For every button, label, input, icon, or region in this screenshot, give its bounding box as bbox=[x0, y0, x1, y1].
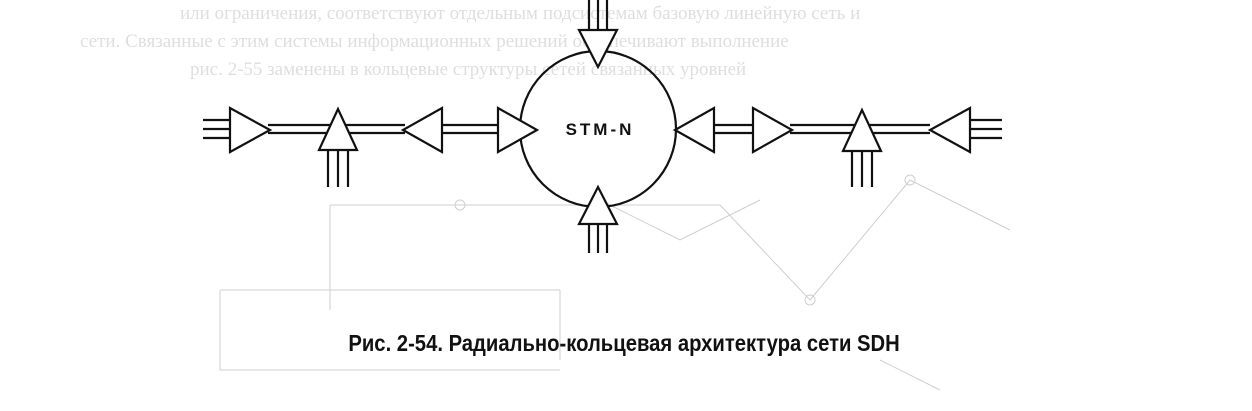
bleed-line-1: или ограничения, соответствуют отдельным… bbox=[180, 3, 861, 24]
bleed-through-drawing bbox=[219, 174, 1011, 391]
right-add-drop-node bbox=[841, 107, 883, 153]
left-linear-chain bbox=[203, 106, 540, 187]
bottom-tributary-node bbox=[577, 184, 619, 253]
right-end-terminal bbox=[927, 106, 972, 154]
ring-label: STM-N bbox=[566, 120, 635, 139]
right-linear-chain bbox=[672, 106, 1002, 187]
right-chain-terminal bbox=[751, 106, 795, 154]
bleed-line-3: рис. 2-55 заменены в кольцевые структуры… bbox=[190, 59, 747, 80]
figure-caption: Рис. 2-54. Радиально-кольцевая архитекту… bbox=[348, 330, 900, 356]
right-ring-node bbox=[672, 106, 716, 154]
left-add-drop-node bbox=[317, 106, 359, 152]
left-chain-terminal bbox=[400, 106, 444, 154]
top-tributary-node bbox=[577, 0, 619, 70]
left-ring-node bbox=[496, 106, 540, 154]
left-end-terminal bbox=[228, 106, 273, 154]
